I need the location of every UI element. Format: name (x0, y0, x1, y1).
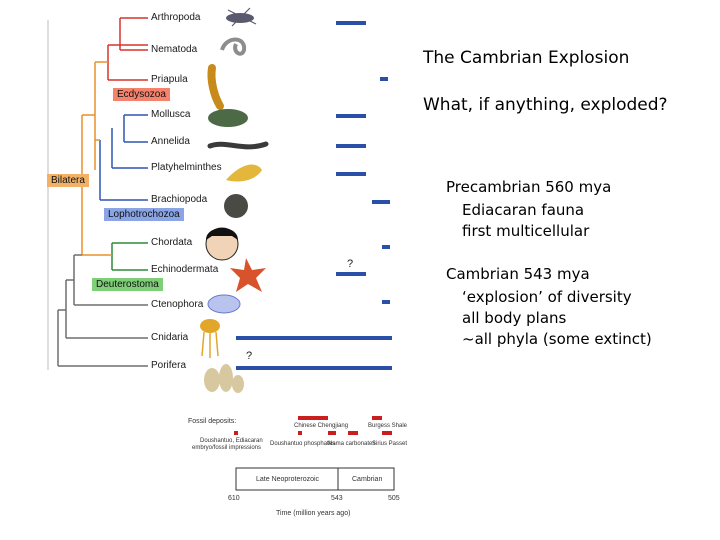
fossil-deposit-bars (234, 416, 392, 435)
precambrian-item: first multicellular (462, 222, 590, 240)
range-bar (336, 114, 366, 118)
deuterostoma-branches (111, 242, 148, 271)
lophotrochozoa-branches (99, 114, 148, 201)
slide-title: The Cambrian Explosion (423, 48, 630, 68)
range-bar (336, 144, 366, 148)
bilatera-branches (81, 61, 112, 256)
organism-illustrations (200, 7, 269, 393)
range-bar (380, 77, 388, 81)
deposit-bar (348, 431, 358, 435)
precambrian-heading: Precambrian 560 mya (446, 178, 612, 196)
deposit-bar (382, 431, 392, 435)
deposit-bar (298, 431, 302, 435)
starfish-icon (230, 258, 266, 292)
range-bar (336, 272, 366, 276)
cambrian-item: ~all phyla (some extinct) (462, 330, 652, 348)
brachiopod-icon (224, 194, 248, 218)
range-bar (236, 336, 392, 340)
timeline-period-label: Late Neoproterozoic (256, 476, 320, 483)
range-bar (382, 300, 390, 304)
clade-label-lophotrochozoa: Lophotrochozoa (104, 208, 184, 221)
fossil-legend-heading: Fossil deposits: (188, 418, 237, 425)
taxon-label-platyhelminthes: Platyhelminthes (151, 162, 222, 173)
taxon-label-brachiopoda: Brachiopoda (151, 194, 208, 205)
fossil-legend-doushantuo: Doushantuo, Ediacaran (200, 438, 263, 444)
deposit-bar (372, 416, 382, 420)
clade-label-deuterostoma: Deuterostoma (92, 278, 163, 291)
fossil-range-bars (236, 21, 392, 370)
deposit-bar (298, 416, 328, 420)
fossil-legend-chinese: Chinese Chengjiang (294, 423, 349, 429)
uncertain-marker: ? (347, 258, 354, 270)
timeline-period-label: Cambrian (352, 476, 383, 483)
deposit-bar (328, 431, 336, 435)
range-bar (372, 200, 390, 204)
taxon-label-cnidaria: Cnidaria (151, 332, 189, 343)
basal-branches (57, 254, 148, 367)
cnidarian-icon (200, 319, 220, 358)
timeline-box (235, 467, 395, 491)
range-bar (236, 366, 392, 370)
taxon-label-nematoda: Nematoda (151, 44, 198, 55)
fossil-legend-sirius: Sirius Passet (372, 441, 408, 447)
cambrian-heading: Cambrian 543 mya (446, 265, 590, 283)
uncertain-marker: ? (246, 350, 253, 362)
human-face-icon (205, 227, 239, 261)
range-bar (336, 172, 366, 176)
fossil-legend-phosphates: Doushantuo phosphates (270, 441, 336, 447)
timeline-tick-label: 543 (331, 495, 343, 502)
taxon-label-echinodermata: Echinodermata (151, 264, 219, 275)
flatworm-icon (226, 164, 262, 182)
cambrian-item: ‘explosion’ of diversity (462, 288, 632, 306)
mollusc-icon (208, 109, 248, 127)
range-bar (382, 245, 390, 249)
fossil-legend-nama: Nama carbonates (328, 441, 376, 447)
arthropod-icon (226, 7, 257, 27)
taxon-label-mollusca: Mollusca (151, 109, 191, 120)
taxon-label-annelida: Annelida (151, 136, 190, 147)
ecdysozoa-branches (107, 17, 148, 81)
fossil-legend-embryo: embryo/fossil impressions (192, 445, 262, 451)
annelid-icon (207, 141, 269, 150)
taxon-label-porifera: Porifera (151, 360, 187, 371)
timeline-tick-label: 505 (388, 495, 400, 502)
priapulid-icon (207, 64, 224, 110)
taxon-label-ctenophora: Ctenophora (151, 299, 204, 310)
clade-label-ecdysozoa: Ecdysozoa (113, 88, 170, 101)
timeline-axis-label: Time (million years ago) (276, 510, 351, 517)
deposit-bar (234, 431, 238, 435)
ctenophore-icon (207, 294, 241, 314)
clade-label-bilatera: Bilatera (47, 174, 89, 187)
cambrian-item: all body plans (462, 309, 567, 327)
sponge-icon (204, 364, 244, 393)
nematode-icon (220, 37, 247, 56)
taxon-label-priapula: Priapula (151, 74, 188, 85)
taxon-label-chordata: Chordata (151, 237, 193, 248)
timeline-tick-label: 610 (228, 495, 240, 502)
fossil-legend-burgess: Burgess Shale (368, 423, 408, 429)
precambrian-item: Ediacaran fauna (462, 201, 585, 219)
range-bar (336, 21, 366, 25)
slide-question: What, if anything, exploded? (423, 95, 668, 115)
taxon-label-arthropoda: Arthropoda (151, 12, 201, 23)
